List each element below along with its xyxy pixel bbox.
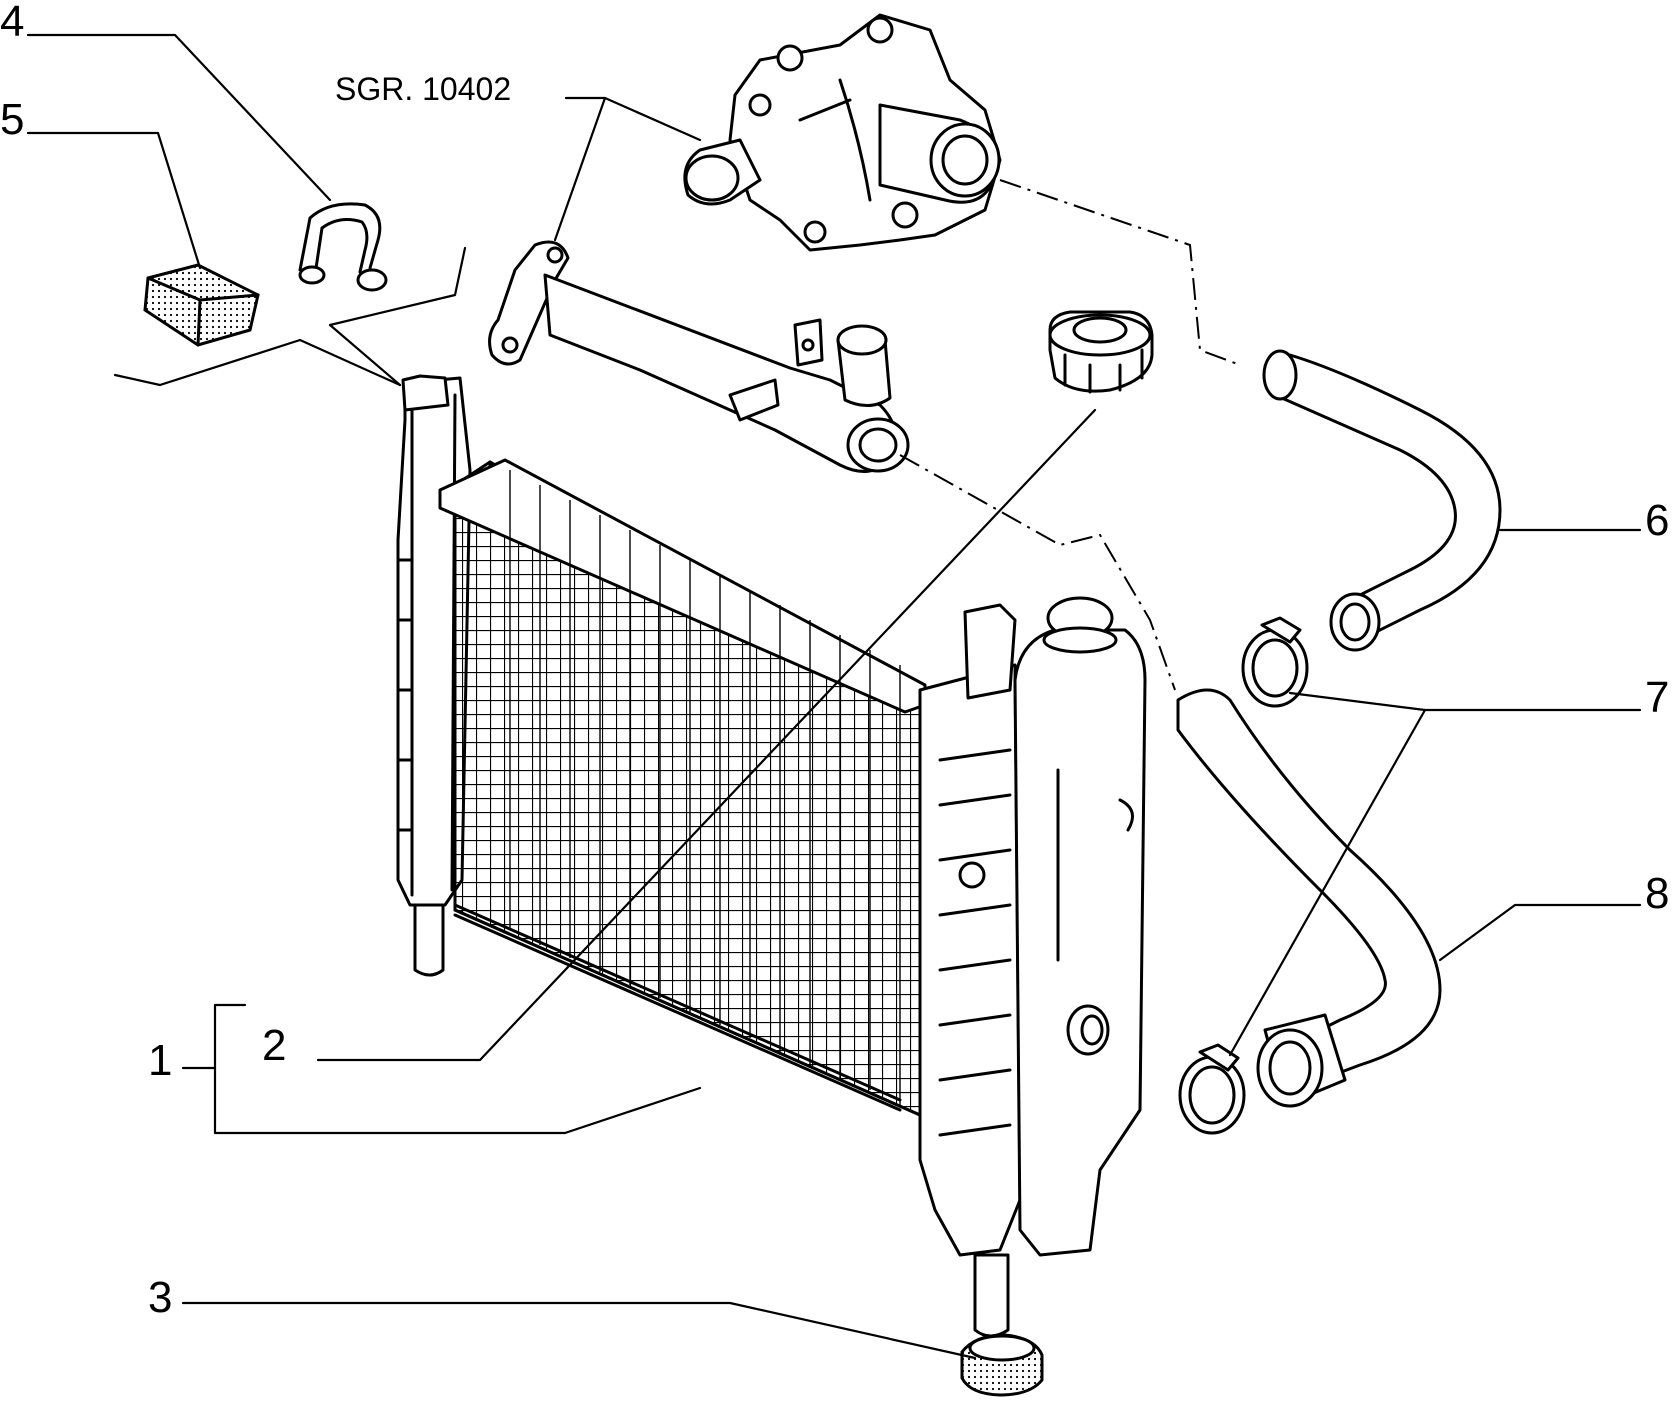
coolant-pipe xyxy=(488,240,910,473)
lower-hose xyxy=(1176,688,1442,1108)
radiator-assembly xyxy=(396,374,1147,1338)
pipe-flange xyxy=(488,240,570,366)
callout-8: 8 xyxy=(1645,869,1669,918)
callout-4: 4 xyxy=(0,0,24,46)
callout-3: 3 xyxy=(148,1273,172,1322)
centerlines xyxy=(899,179,1241,691)
callout-2: 2 xyxy=(262,1021,286,1070)
radiator-left-outlet xyxy=(413,903,445,977)
leader-lines xyxy=(26,33,1642,1360)
upper-hose xyxy=(1262,349,1502,652)
hose-clamps xyxy=(1178,616,1309,1135)
rubber-pad xyxy=(143,263,260,347)
callout-7: 7 xyxy=(1645,673,1669,722)
retaining-clip xyxy=(298,202,388,292)
drain-plug xyxy=(960,1333,1044,1397)
thermostat-housing xyxy=(683,13,1002,252)
callout-labels: 4 5 SGR. 10402 1 2 3 6 7 8 xyxy=(0,0,1669,1322)
radiator-right-outlet xyxy=(973,1253,1010,1338)
callout-6: 6 xyxy=(1645,496,1669,545)
radiator-fins xyxy=(509,470,901,1105)
reference-code: SGR. 10402 xyxy=(335,71,511,107)
callout-1: 1 xyxy=(148,1036,172,1085)
callout-5: 5 xyxy=(0,95,24,144)
filler-cap xyxy=(1048,310,1154,394)
expansion-tank xyxy=(1013,628,1147,1257)
